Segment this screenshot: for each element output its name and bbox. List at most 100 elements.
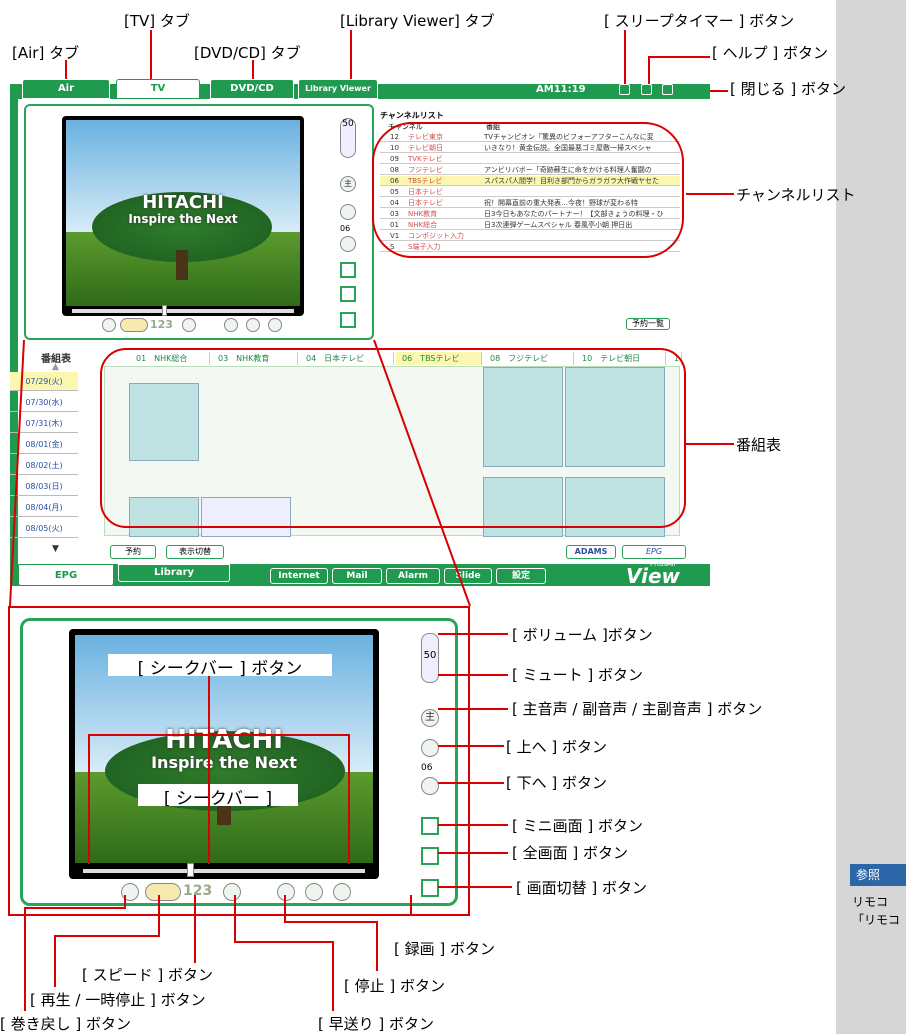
record-button-large[interactable] [305, 883, 323, 901]
reference-text-2: 「リモコ [852, 913, 901, 927]
stop-button-large[interactable] [277, 883, 295, 901]
epg-grid[interactable] [104, 366, 680, 537]
epg-station[interactable]: 04 日本テレビ [300, 352, 394, 365]
seek-knob-large[interactable] [187, 863, 194, 877]
play-pause-button-small[interactable] [120, 318, 148, 332]
display-switch-button[interactable]: 表示切替 [166, 545, 224, 559]
switch-screen-icon-small[interactable] [340, 312, 356, 328]
down-button-small[interactable] [340, 236, 356, 252]
epg-date[interactable]: 07/29(火) [10, 372, 78, 391]
channel-name: S端子入力 [408, 243, 441, 251]
eject-button-large[interactable] [333, 883, 351, 901]
speed-button-large[interactable]: 123 [183, 883, 213, 899]
epg-cell[interactable] [129, 383, 199, 461]
up-button-small[interactable] [340, 204, 356, 220]
video-panel-small: HITACHI Inspire the Next 50 主 06 123 [24, 104, 374, 340]
logo-subtext-large: Inspire the Next [151, 753, 297, 772]
callout-play-pause: [ 再生 / 一時停止 ] ボタン [30, 991, 206, 1009]
channel-name: 日本テレビ [408, 188, 443, 196]
tab-tv[interactable]: TV [116, 79, 200, 99]
epg-station[interactable]: 06 TBSテレビ [396, 352, 482, 365]
epg-station[interactable]: 03 NHK教育 [212, 352, 298, 365]
switch-screen-icon-large[interactable] [421, 879, 439, 897]
close-icon[interactable] [662, 84, 673, 95]
volume-button-small[interactable]: 50 [340, 118, 356, 158]
rewind-button-small[interactable] [102, 318, 116, 332]
callout-down: [ 下へ ] ボタン [506, 774, 608, 792]
epg-station[interactable]: 01 NHK総合 [130, 352, 210, 365]
internet-button[interactable]: Internet [270, 568, 328, 584]
callout-stop: [ 停止 ] ボタン [344, 977, 446, 995]
stop-button-small[interactable] [224, 318, 238, 332]
epg-date[interactable]: 08/04(月) [10, 498, 78, 517]
callout-close: [ 閉じる ] ボタン [730, 80, 847, 98]
alarm-button[interactable]: Alarm [386, 568, 440, 584]
callout-full: [ 全画面 ] ボタン [512, 844, 629, 862]
epg-cell[interactable] [129, 497, 199, 537]
mail-button[interactable]: Mail [332, 568, 382, 584]
down-button-large[interactable] [421, 777, 439, 795]
epg-date[interactable]: 08/01(金) [10, 435, 78, 454]
epg-date[interactable]: 07/31(木) [10, 414, 78, 433]
audio-button-small[interactable]: 主 [340, 176, 356, 192]
record-button-small[interactable] [246, 318, 260, 332]
adams-button[interactable]: ADAMS [566, 545, 616, 559]
mini-screen-icon-large[interactable] [421, 817, 439, 835]
fast-forward-button-small[interactable] [182, 318, 196, 332]
play-pause-button-large[interactable] [145, 883, 181, 901]
tab-dvd-cd[interactable]: DVD/CD [210, 79, 294, 99]
epg-cell[interactable] [565, 367, 665, 467]
logo-text: HITACHI [142, 192, 224, 213]
epg-date[interactable]: 08/05(火) [10, 519, 78, 538]
reserve-button[interactable]: 予約 [110, 545, 156, 559]
seek-knob-small[interactable] [162, 305, 167, 316]
tab-library-viewer[interactable]: Library Viewer [298, 79, 378, 99]
seek-bar-large[interactable] [83, 869, 365, 873]
epg-station[interactable]: 08 フジテレビ [484, 352, 574, 365]
epg-up-arrow[interactable]: ▲ [52, 362, 59, 372]
epg-down-arrow[interactable]: ▼ [52, 544, 59, 554]
brand-small: PriusAir [650, 560, 677, 568]
speed-button-small[interactable]: 123 [150, 318, 173, 331]
slide-button[interactable]: Slide [444, 568, 492, 584]
epg-date[interactable]: 07/30(水) [10, 393, 78, 412]
eject-button-small[interactable] [268, 318, 282, 332]
epg-cell[interactable] [483, 367, 563, 467]
audio-button-large[interactable]: 主 [421, 709, 439, 727]
channel-name: 日本テレビ [408, 199, 443, 207]
reserve-list-button[interactable]: 予約一覧 [626, 318, 670, 330]
help-icon[interactable] [641, 84, 652, 95]
sleep-timer-icon[interactable] [619, 84, 630, 95]
volume-button-large[interactable]: 50 [421, 633, 439, 683]
mini-screen-icon-small[interactable] [340, 262, 356, 278]
channel-name: テレビ朝日 [408, 144, 443, 152]
full-screen-icon-small[interactable] [340, 286, 356, 302]
video-screen-small: HITACHI Inspire the Next [62, 116, 304, 316]
bottom-tab-epg[interactable]: EPG [18, 564, 114, 586]
callout-speed: [ スピード ] ボタン [82, 966, 214, 984]
callout-rewind: [ 巻き戻し ] ボタン [0, 1015, 132, 1033]
reference-box: 参照 [850, 864, 906, 886]
logo-text-large: HITACHI [165, 725, 283, 755]
settings-button[interactable]: 設定 [496, 568, 546, 584]
epg-cell[interactable] [201, 497, 291, 537]
tab-air[interactable]: Air [22, 79, 110, 99]
up-button-large[interactable] [421, 739, 439, 757]
bottom-tab-library[interactable]: Library [118, 564, 230, 582]
callout-channel-list: チャンネルリスト [736, 186, 856, 204]
epg-logo: EPG [622, 545, 686, 559]
fast-forward-button-large[interactable] [223, 883, 241, 901]
full-screen-icon-large[interactable] [421, 847, 439, 865]
epg-date[interactable]: 08/03(日) [10, 477, 78, 496]
channel-program: 祝！開幕直前の重大発表…今夜！野球が変わる特 [484, 199, 638, 207]
seek-bar-small[interactable] [72, 309, 294, 313]
epg-date[interactable]: 08/02(土) [10, 456, 78, 475]
callout-seekbar: [ シークバー ] [138, 784, 298, 809]
